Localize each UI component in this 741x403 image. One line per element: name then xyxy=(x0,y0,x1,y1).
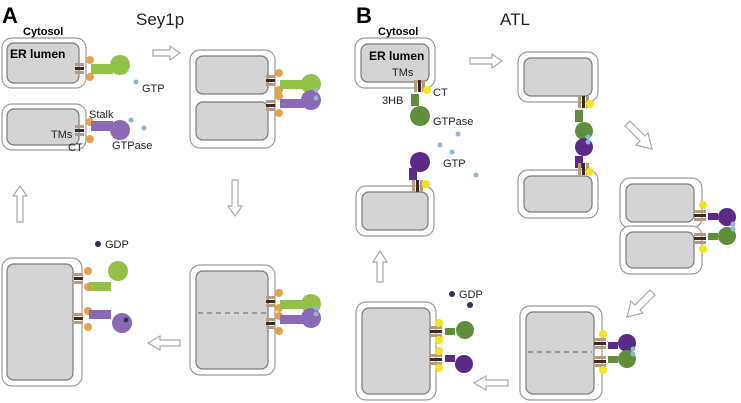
atl-green-molecule xyxy=(410,80,431,126)
reaction-arrow-icon xyxy=(626,289,656,318)
atl-purple-molecule xyxy=(409,152,430,192)
reaction-arrow-icon xyxy=(624,120,653,150)
panel-a-gtpase-label: GTPase xyxy=(112,140,152,152)
panel-a: A Sey1p Cytosol ER lumen GTP xyxy=(1,3,321,387)
panel-b-stage-3 xyxy=(619,177,736,275)
gtp-molecule-icon xyxy=(128,117,134,123)
reaction-arrow-icon xyxy=(472,374,509,392)
panel-b-protein-name: ATL xyxy=(500,10,530,29)
sey1p-purple-molecule xyxy=(75,118,130,143)
reaction-arrow-icon xyxy=(11,184,29,223)
panel-b-tms-label: TMs xyxy=(392,67,414,79)
reaction-arrow-icon xyxy=(371,249,389,283)
panel-b-gdp-label: GDP xyxy=(459,289,483,301)
panel-a-ct-label: CT xyxy=(68,142,83,154)
reaction-arrow-icon xyxy=(152,44,182,62)
panel-b-stage-4 xyxy=(519,305,636,401)
sey1p-green-molecule xyxy=(75,55,130,81)
gtp-molecule-icon xyxy=(455,131,461,137)
panel-b-stage-1: ER lumen TMs CT 3HB GTPase GTP xyxy=(354,37,479,237)
panel-b-3hb-label: 3HB xyxy=(382,95,403,107)
panel-b-ct-label: CT xyxy=(433,87,448,99)
panel-b-gtpase-label: GTPase xyxy=(433,116,473,128)
reaction-arrow-icon xyxy=(146,334,181,352)
panel-a-gdp-label: GDP xyxy=(105,239,129,251)
reaction-arrow-icon xyxy=(226,179,244,218)
panel-a-tms-label: TMs xyxy=(51,129,73,141)
panel-a-cytosol-label: Cytosol xyxy=(23,26,63,38)
gtp-molecule-icon xyxy=(141,125,147,131)
panel-a-letter: A xyxy=(2,3,18,28)
panel-a-stage-1: ER lumen GTP Stalk TMs CT xyxy=(1,37,165,154)
panel-b-lumen-label: ER lumen xyxy=(369,49,424,63)
gtp-molecule-icon xyxy=(133,79,139,85)
panel-b: B ATL Cytosol ER lumen TMs CT 3HB GTPase… xyxy=(354,3,736,401)
panel-a-lumen-label: ER lumen xyxy=(10,47,65,61)
panel-b-cytosol-label: Cytosol xyxy=(378,26,418,38)
panel-a-stage-4: GDP xyxy=(1,239,132,387)
panel-a-stage-3 xyxy=(189,264,321,376)
panel-b-gtp-label: GTP xyxy=(443,158,466,170)
reaction-arrow-icon xyxy=(469,52,504,70)
gdp-molecule-icon xyxy=(449,291,455,297)
panel-a-stage-2 xyxy=(189,49,321,149)
panel-a-protein-name: Sey1p xyxy=(136,10,184,29)
panel-a-stalk-label: Stalk xyxy=(89,109,114,121)
panel-b-stage-2 xyxy=(517,51,599,219)
panel-b-stage-5: GDP xyxy=(355,289,483,401)
gdp-molecule-icon xyxy=(95,241,101,247)
panel-b-letter: B xyxy=(356,3,372,28)
panel-a-gtp-label: GTP xyxy=(142,83,165,95)
